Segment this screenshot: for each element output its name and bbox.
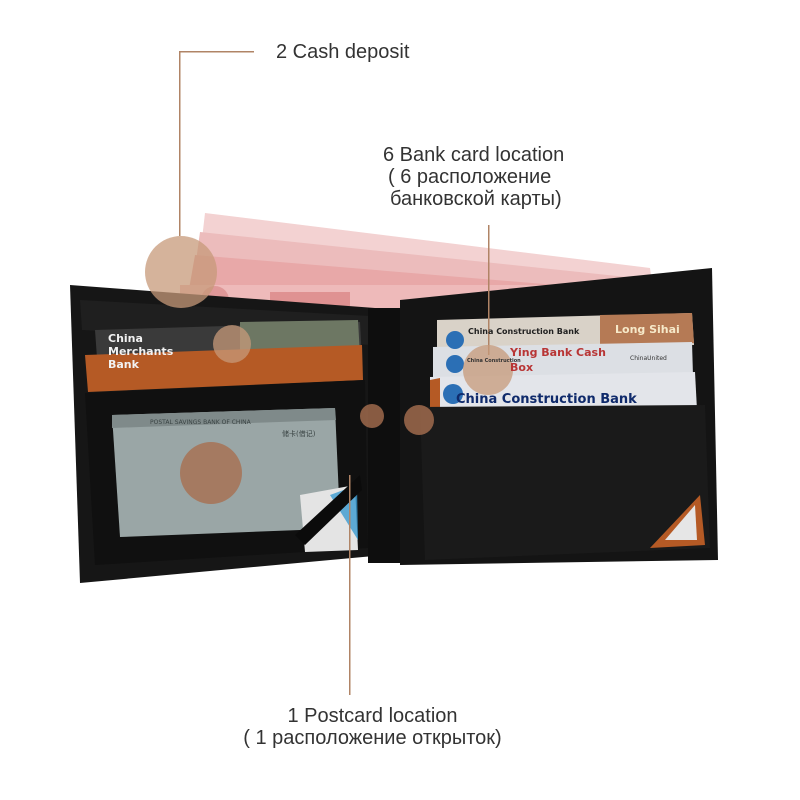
wallet-spine [368, 308, 406, 563]
merchants-marker [213, 325, 251, 363]
merchants-card-text-2: Merchants [108, 345, 174, 358]
cash-marker [145, 236, 217, 308]
id-card-header-text: POSTAL SAVINGS BANK OF CHINA [150, 419, 251, 426]
ccb-small-text: China Construction [467, 358, 521, 364]
postcard-label-ru: ( 1 расположение открыток) [243, 727, 502, 749]
cash-deposit-label: 2 Cash deposit [276, 41, 410, 63]
spine-marker-right [404, 405, 434, 435]
postcard-label: 1 Postcard location ( 1 расположение отк… [220, 705, 525, 749]
bank-card-label-ru-1: ( 6 расположение [388, 166, 552, 188]
card-slot-marker [463, 345, 513, 395]
bank-card-label: 6 Bank card location ( 6 расположение ба… [383, 144, 593, 210]
postcard-label-en: 1 Postcard location [287, 705, 458, 727]
bank-card-label-en: 6 Bank card location [383, 144, 565, 166]
ying-bank-text-2: Box [510, 361, 534, 374]
bank-card-label-ru-2: банковской карты) [390, 188, 562, 210]
ying-bank-text-1: Ying Bank Cash [510, 346, 606, 359]
spine-marker-left [360, 404, 384, 428]
merchants-card-text-3: Bank [108, 358, 139, 371]
china-united-text: ChinaUnited [630, 355, 667, 362]
merchants-card-text-1: China [108, 332, 143, 345]
ccb-top-text: China Construction Bank [468, 327, 580, 336]
id-card-side-text: 储卡(借记) [282, 430, 316, 438]
long-sihai-text: Long Sihai [615, 323, 680, 336]
postcard-marker [180, 442, 242, 504]
ccb-bottom-text: China Construction Bank [456, 392, 637, 407]
right-panel [400, 268, 718, 565]
